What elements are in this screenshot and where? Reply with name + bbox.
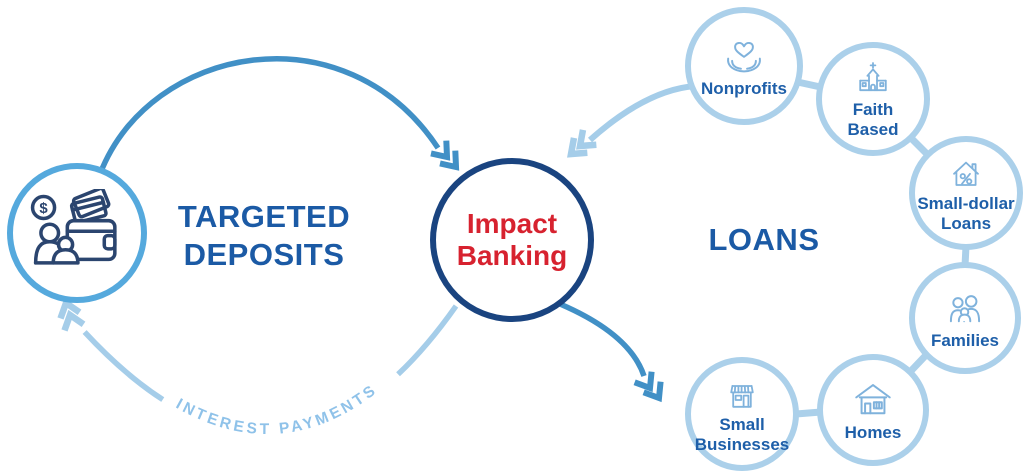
loan-node-small-dollar-loans: Small-dollar Loans [909, 136, 1023, 250]
interest-payments-label: INTEREST PAYMENTS [173, 381, 381, 438]
node-connector [795, 408, 822, 418]
svg-text:$: $ [39, 200, 48, 217]
hands-heart-icon [727, 41, 761, 73]
targeted-deposits-heading: TARGETED DEPOSITS [139, 198, 389, 275]
interest-payments-arc: INTEREST PAYMENTS [57, 297, 459, 438]
impact-banking-node: Impact Banking [430, 158, 594, 322]
loan-node-small-businesses: Small Businesses [685, 357, 799, 471]
house-percent-icon [953, 162, 979, 187]
loan-node-label: Small-dollar Loans [917, 194, 1015, 233]
targeted-deposits-node: $ [7, 163, 147, 303]
loan-node-faith-based: Faith Based [816, 42, 930, 156]
family-icon [949, 295, 981, 323]
loan-node-label: Homes [844, 422, 902, 442]
house-icon [855, 384, 891, 415]
loan-node-label: Nonprofits [701, 78, 787, 98]
loan-node-nonprofits: Nonprofits [685, 7, 803, 125]
deposits-to-banking-arrow [97, 56, 460, 175]
loans-heading: LOANS [708, 222, 820, 257]
loan-node-label: Families [930, 330, 1000, 350]
heading-line: DEPOSITS [183, 237, 345, 273]
banking-to-small-businesses-arrow [558, 301, 664, 403]
loan-node-label: Small Businesses [694, 415, 790, 454]
impact-banking-label: Impact Banking [456, 208, 568, 271]
deposits-wallet-icon: $ [30, 189, 117, 265]
loan-node-homes: Homes [817, 354, 929, 466]
loan-node-families: Families [909, 262, 1021, 374]
church-icon [859, 62, 887, 92]
loan-node-label: Faith Based [847, 100, 899, 139]
storefront-icon [730, 385, 754, 409]
heading-line: TARGETED [177, 199, 351, 234]
nonprofits-to-banking-arrow [567, 83, 696, 158]
